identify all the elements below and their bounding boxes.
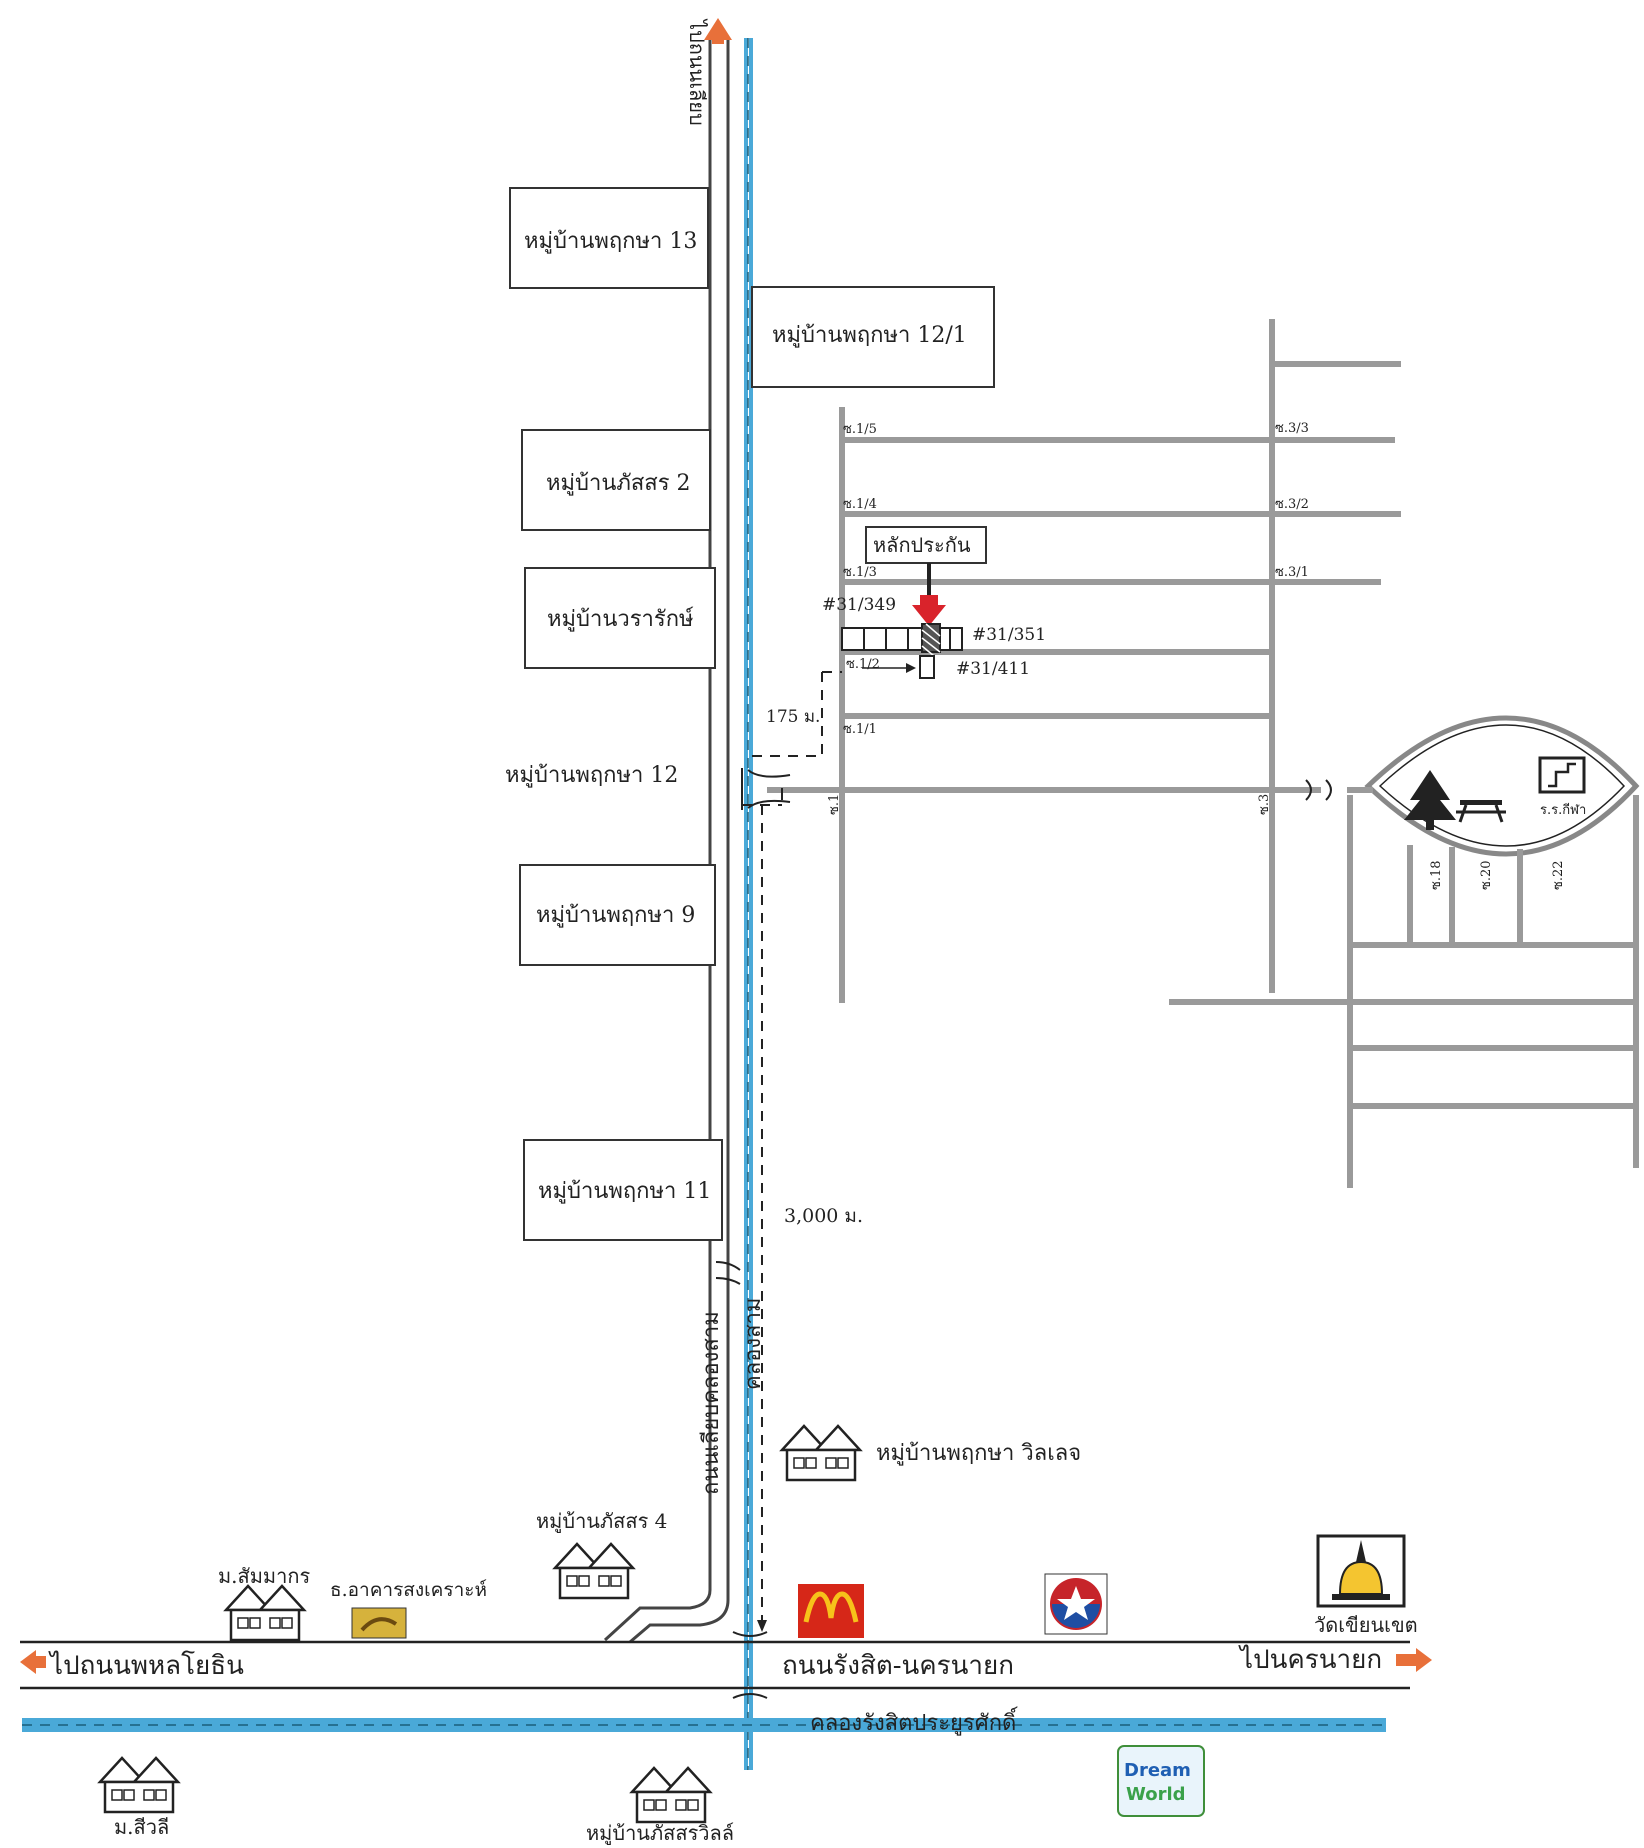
soi-1-1-label: ซ.1/1 [843, 722, 877, 737]
svg-text:หมู่บ้านพฤกษา 9: หมู่บ้านพฤกษา 9 [536, 903, 695, 928]
soi-1-5-label: ซ.1/5 [843, 422, 877, 437]
svg-text:หมู่บ้านพฤกษา 11: หมู่บ้านพฤกษา 11 [538, 1179, 711, 1204]
star-gas-logo-icon [1044, 1573, 1108, 1635]
village-box-passorn2: หมู่บ้านภัสสร 2 [521, 429, 711, 531]
tree-icon [1404, 770, 1456, 830]
orange-arrow-icon [1396, 1648, 1432, 1672]
right-arrow [1396, 1648, 1432, 1672]
canal-horizontal-label: คลองรังสิตประยูรศักดิ์ [810, 1707, 1019, 1736]
lot-351-label: #31/351 [972, 625, 1046, 645]
svg-text:หลักประกัน: หลักประกัน [873, 533, 971, 557]
picnic-table-icon [1456, 800, 1506, 823]
soi-22-label: ซ.22 [1551, 861, 1566, 891]
svg-text:หมู่บ้านพฤกษา 12/1: หมู่บ้านพฤกษา 12/1 [772, 323, 967, 348]
sports-school-icon: ร.ร.กีฬา [1538, 756, 1586, 818]
house-icon [780, 1424, 862, 1482]
top-road-label: ไปถนนเลียบ [685, 18, 709, 126]
main-road [20, 1640, 1410, 1690]
soi-1-4-label: ซ.1/4 [843, 497, 877, 512]
orange-arrow-icon [704, 18, 732, 44]
village-passorn-ville-label: หมู่บ้านภัสสรวิลล์ [586, 1821, 734, 1846]
left-arrow [20, 1650, 46, 1674]
lot-411-label: #31/411 [956, 659, 1030, 679]
soi-20-label: ซ.20 [1479, 861, 1494, 891]
temple-label: วัดเขียนเขต [1314, 1613, 1418, 1637]
svg-text:หมู่บ้านภัสสร 2: หมู่บ้านภัสสร 2 [546, 471, 691, 496]
vertical-canal [744, 38, 753, 1770]
village-box-12-1: หมู่บ้านพฤกษา 12/1 [751, 286, 995, 388]
village-passorn4-label: หมู่บ้านภัสสร 4 [536, 1509, 667, 1534]
village-box-9: หมู่บ้านพฤกษา 9 [519, 864, 716, 966]
soi-3-3-label: ซ.3/3 [1275, 421, 1309, 436]
svg-text:หมู่บ้านพฤกษา 13: หมู่บ้านพฤกษา 13 [524, 229, 697, 254]
bank-label: ธ.อาคารสงเคราะห์ [330, 1579, 487, 1601]
svg-text:หมู่บ้านวรารักษ์: หมู่บ้านวรารักษ์ [547, 607, 694, 632]
soi-18-label: ซ.18 [1429, 861, 1444, 891]
mcdonalds-logo-icon [798, 1584, 864, 1638]
dream-world-logo-icon: Dream World [1117, 1745, 1205, 1817]
horizontal-canal [22, 1718, 1386, 1732]
distance-175-label: 175 ม. [766, 707, 820, 727]
lot-row [841, 623, 963, 679]
svg-text:World: World [1126, 1784, 1186, 1805]
canal-road [603, 40, 730, 1644]
village-box-11: หมู่บ้านพฤกษา 11 [523, 1139, 723, 1241]
soi-3-1-label: ซ.3/1 [1275, 565, 1309, 580]
bank-logo-icon [351, 1607, 407, 1639]
park-area [1347, 715, 1640, 857]
to-right-label: ไปนครนายก [1238, 1644, 1382, 1675]
village-siwali-label: ม.สีวลี [114, 1815, 169, 1839]
collateral-callout: หลักประกัน [865, 526, 987, 626]
village-box-13: หมู่บ้านพฤกษา 13 [509, 187, 709, 289]
distance-3000-label: 3,000 ม. [784, 1205, 863, 1227]
soi-grid-east [1169, 795, 1639, 1188]
temple-icon [1316, 1534, 1406, 1608]
village-box-warak: หมู่บ้านวรารักษ์ [524, 567, 716, 669]
house-icon [98, 1756, 180, 1814]
main-road-label: ถนนรังสิต-นครนายก [782, 1651, 1014, 1681]
soi-1-3-label: ซ.1/3 [843, 565, 877, 580]
house-icon [553, 1542, 635, 1600]
soi-grid-west [767, 319, 1401, 1003]
svg-text:Dream: Dream [1124, 1760, 1191, 1781]
house-icon [630, 1766, 712, 1824]
house-icon [224, 1584, 306, 1642]
village-12-label: หมู่บ้านพฤกษา 12 [505, 763, 678, 788]
soi-3-2-label: ซ.3/2 [1275, 497, 1309, 512]
to-left-label: ไปถนนพหลโยธิน [48, 1650, 244, 1681]
svg-text:ร.ร.กีฬา: ร.ร.กีฬา [1540, 802, 1586, 818]
orange-arrow-icon [20, 1650, 46, 1674]
village-sammakorn-label: ม.สัมมากร [218, 1564, 310, 1588]
soi-1-2-label: ซ.1/2 [846, 657, 880, 672]
red-down-arrow-icon [912, 595, 946, 626]
soi-1-label: ซ.1 [827, 794, 842, 815]
lot-349-label: #31/349 [822, 595, 896, 615]
soi-3-label: ซ.3 [1257, 794, 1272, 815]
village-pruksa-village-label: หมู่บ้านพฤกษา วิลเลจ [876, 1441, 1081, 1466]
canal-road-label: ถนนเลียบคลองสาม [699, 1311, 724, 1495]
